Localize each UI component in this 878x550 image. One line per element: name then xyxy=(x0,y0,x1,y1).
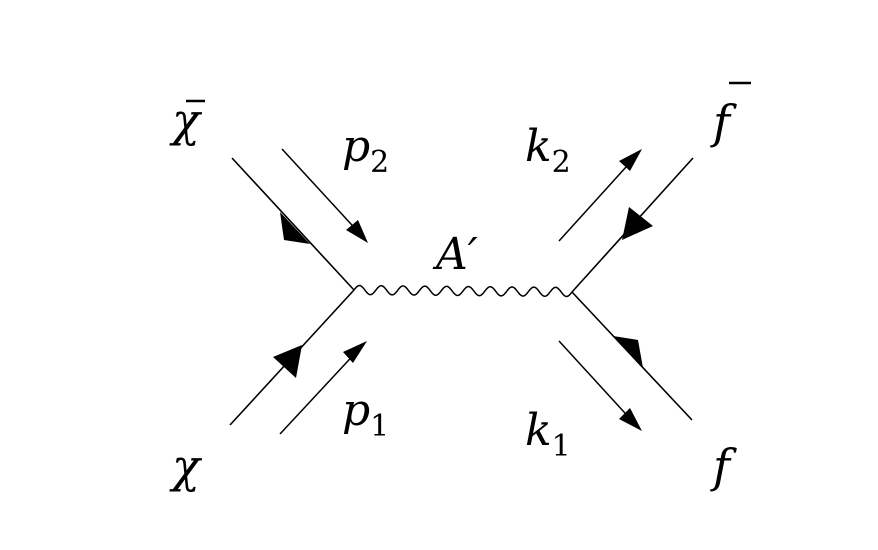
k2-momentum-arrowhead xyxy=(619,149,642,171)
fbar-label: f xyxy=(710,95,737,149)
chibar-propagator xyxy=(231,157,355,291)
k1-label: k1 xyxy=(525,405,571,464)
chi-label: χ xyxy=(169,439,203,493)
photon-propagator xyxy=(353,284,573,298)
p1-momentum-line xyxy=(279,347,361,435)
p2-label-base: p xyxy=(342,121,370,172)
p1-momentum-arrowhead xyxy=(343,341,367,363)
p2-momentum-arrowhead xyxy=(346,220,368,243)
f-arrowhead xyxy=(613,336,643,368)
p2-label-subscript: 2 xyxy=(370,145,389,180)
p1-label-base: p xyxy=(342,385,370,436)
k1-label-subscript: 1 xyxy=(552,429,571,464)
p2-label: p2 xyxy=(342,121,389,180)
k2-label: k2 xyxy=(525,121,571,180)
k2-label-base: k xyxy=(525,121,552,172)
k2-label-subscript: 2 xyxy=(552,145,571,180)
fbar-arrowhead xyxy=(622,207,653,240)
p1-label: p1 xyxy=(342,385,389,444)
p2-momentum-line xyxy=(281,148,363,237)
k1-momentum-line xyxy=(558,340,636,425)
k1-label-base: k xyxy=(525,405,552,456)
k1-momentum-arrowhead xyxy=(619,408,642,431)
k2-momentum-line xyxy=(558,155,637,242)
p1-label-subscript: 1 xyxy=(370,409,389,444)
chi-arrowhead xyxy=(273,345,302,378)
photon-label: A′ xyxy=(432,229,478,280)
f-label: f xyxy=(710,439,737,493)
chibar-arrowhead xyxy=(280,212,310,244)
